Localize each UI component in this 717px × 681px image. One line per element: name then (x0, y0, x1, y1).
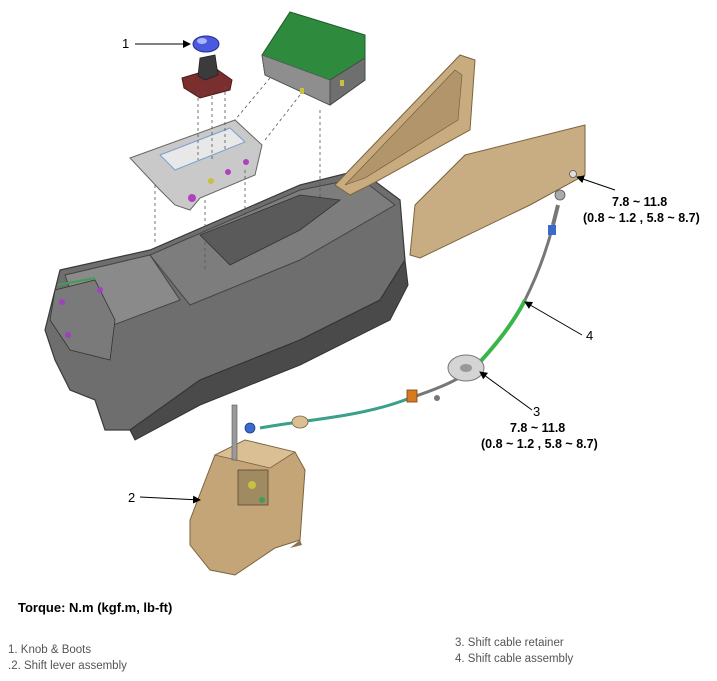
knob-and-boot (181, 35, 233, 99)
shift-cable-retainer (447, 354, 485, 382)
alignment-guides (154, 77, 321, 270)
callout-4: 4 (586, 328, 594, 343)
center-console (44, 169, 409, 441)
legend-item-3: 3. Shift cable retainer (455, 637, 564, 649)
shift-lever-assembly (189, 404, 306, 576)
torque-spec-upper-value: 7.8 ~ 11.8 (612, 195, 668, 209)
callout-3: 3 (533, 404, 541, 419)
bolt (569, 170, 577, 178)
torque-unit-label: Torque: N.m (kgf.m, lb-ft) (18, 600, 173, 615)
console-upper-cover (129, 119, 263, 211)
side-panel-right (409, 124, 586, 259)
legend-item-2: .2. Shift lever assembly (8, 660, 127, 672)
torque-spec-lower-conversion: (0.8 ~ 1.2 , 5.8 ~ 8.7) (481, 437, 598, 451)
legend-item-1: 1. Knob & Boots (8, 644, 92, 656)
electronic-module (261, 11, 366, 106)
legend-item-4: 4. Shift cable assembly (455, 653, 574, 665)
leader-lines (135, 40, 616, 504)
torque-spec-upper-conversion: (0.8 ~ 1.2 , 5.8 ~ 8.7) (583, 211, 700, 225)
torque-spec-lower-value: 7.8 ~ 11.8 (510, 421, 566, 435)
shift-cable (244, 189, 566, 434)
callout-2: 2 (128, 490, 136, 505)
callout-1: 1 (122, 36, 130, 51)
side-panel-left (334, 54, 476, 196)
